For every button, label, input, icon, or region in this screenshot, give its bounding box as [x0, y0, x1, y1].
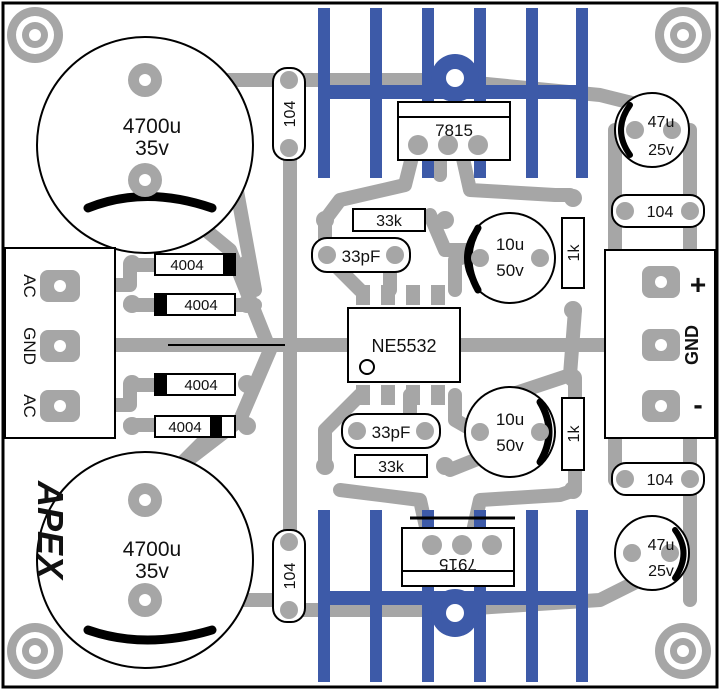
- diode-d1: 4004: [123, 253, 256, 276]
- diode-d4: 4004: [123, 415, 256, 438]
- resistor-33k-bottom: 33k: [316, 454, 454, 478]
- capacitor-c1: 4700u 35v: [36, 36, 254, 254]
- regulator-bottom-label: 7915: [439, 555, 477, 574]
- output-pin-2-label: GND: [682, 325, 702, 365]
- capacitor-c6: 10u 50v: [464, 386, 556, 478]
- output-connector: + GND -: [604, 249, 716, 439]
- diode-d3-label: 4004: [184, 377, 217, 394]
- regulator-top-label: 7815: [435, 121, 473, 140]
- cap-c3-value: 47u: [648, 114, 675, 131]
- input-pin-2-label: GND: [20, 327, 39, 365]
- resistor-1k-top: 1k: [561, 189, 585, 319]
- cap-c1-value: 4700u: [123, 115, 181, 138]
- diode-d2-label: 4004: [184, 297, 217, 314]
- mounting-holes: [7, 7, 711, 679]
- resistor-1k-bottom-label: 1k: [566, 425, 583, 443]
- cap-c1-voltage: 35v: [135, 137, 169, 160]
- cap-c5-value: 10u: [496, 235, 524, 254]
- cap-104-left-bottom-label: 104: [282, 563, 299, 590]
- cap-104-right-top-label: 104: [647, 204, 674, 221]
- cap-c4-value: 47u: [648, 537, 675, 554]
- cap-104-left-top: 104: [272, 67, 306, 161]
- input-pin-3-label: AC: [20, 394, 39, 418]
- ic-label: NE5532: [371, 336, 436, 356]
- cap-104-right-bottom-label: 104: [647, 472, 674, 489]
- cap-c3-voltage: 25v: [648, 142, 674, 159]
- cap-c6-value: 10u: [496, 410, 524, 429]
- output-pin-3-label: -: [693, 389, 702, 420]
- capacitor-c3: 47u 25v: [614, 92, 690, 168]
- capacitor-c5: 10u 50v: [464, 212, 556, 304]
- diode-d2: 4004: [123, 293, 256, 316]
- diode-d4-label: 4004: [168, 419, 201, 436]
- resistor-33k-top-label: 33k: [376, 213, 403, 230]
- diode-d3: 4004: [123, 373, 256, 396]
- resistor-1k-bottom: 1k: [561, 369, 585, 499]
- cap-33pf-bottom: 33pF: [341, 413, 441, 449]
- cap-c4-voltage: 25v: [648, 563, 674, 580]
- input-pin-1-label: AC: [20, 274, 39, 298]
- cap-c2-value: 4700u: [123, 538, 181, 561]
- cap-104-left-bottom: 104: [272, 529, 306, 623]
- ic-ne5532: NE5532: [347, 285, 461, 405]
- resistor-1k-top-label: 1k: [566, 244, 583, 262]
- cap-104-left-top-label: 104: [282, 101, 299, 128]
- heatsink-bottom: [318, 510, 588, 682]
- capacitor-c2: 4700u 35v: [36, 451, 254, 669]
- output-pin-1-label: +: [690, 269, 706, 300]
- input-connector: AC GND AC: [4, 247, 116, 439]
- cap-33pf-bottom-label: 33pF: [372, 423, 411, 442]
- cap-33pf-top: 33pF: [311, 237, 411, 273]
- cap-c5-voltage: 50v: [496, 261, 524, 280]
- resistor-33k-bottom-label: 33k: [378, 459, 405, 476]
- cap-33pf-top-label: 33pF: [342, 247, 381, 266]
- regulator-top: 7815: [397, 101, 511, 161]
- diode-d1-label: 4004: [170, 257, 203, 274]
- cap-c6-voltage: 50v: [496, 436, 524, 455]
- resistor-33k-top: 33k: [316, 208, 454, 232]
- brand-logo: APEX: [30, 480, 71, 581]
- regulator-bottom: 7915: [401, 527, 515, 587]
- capacitor-c4: 47u 25v: [614, 515, 690, 591]
- cap-c2-voltage: 35v: [135, 560, 169, 583]
- cap-104-right-top: 104: [611, 194, 705, 228]
- cap-104-right-bottom: 104: [611, 462, 705, 496]
